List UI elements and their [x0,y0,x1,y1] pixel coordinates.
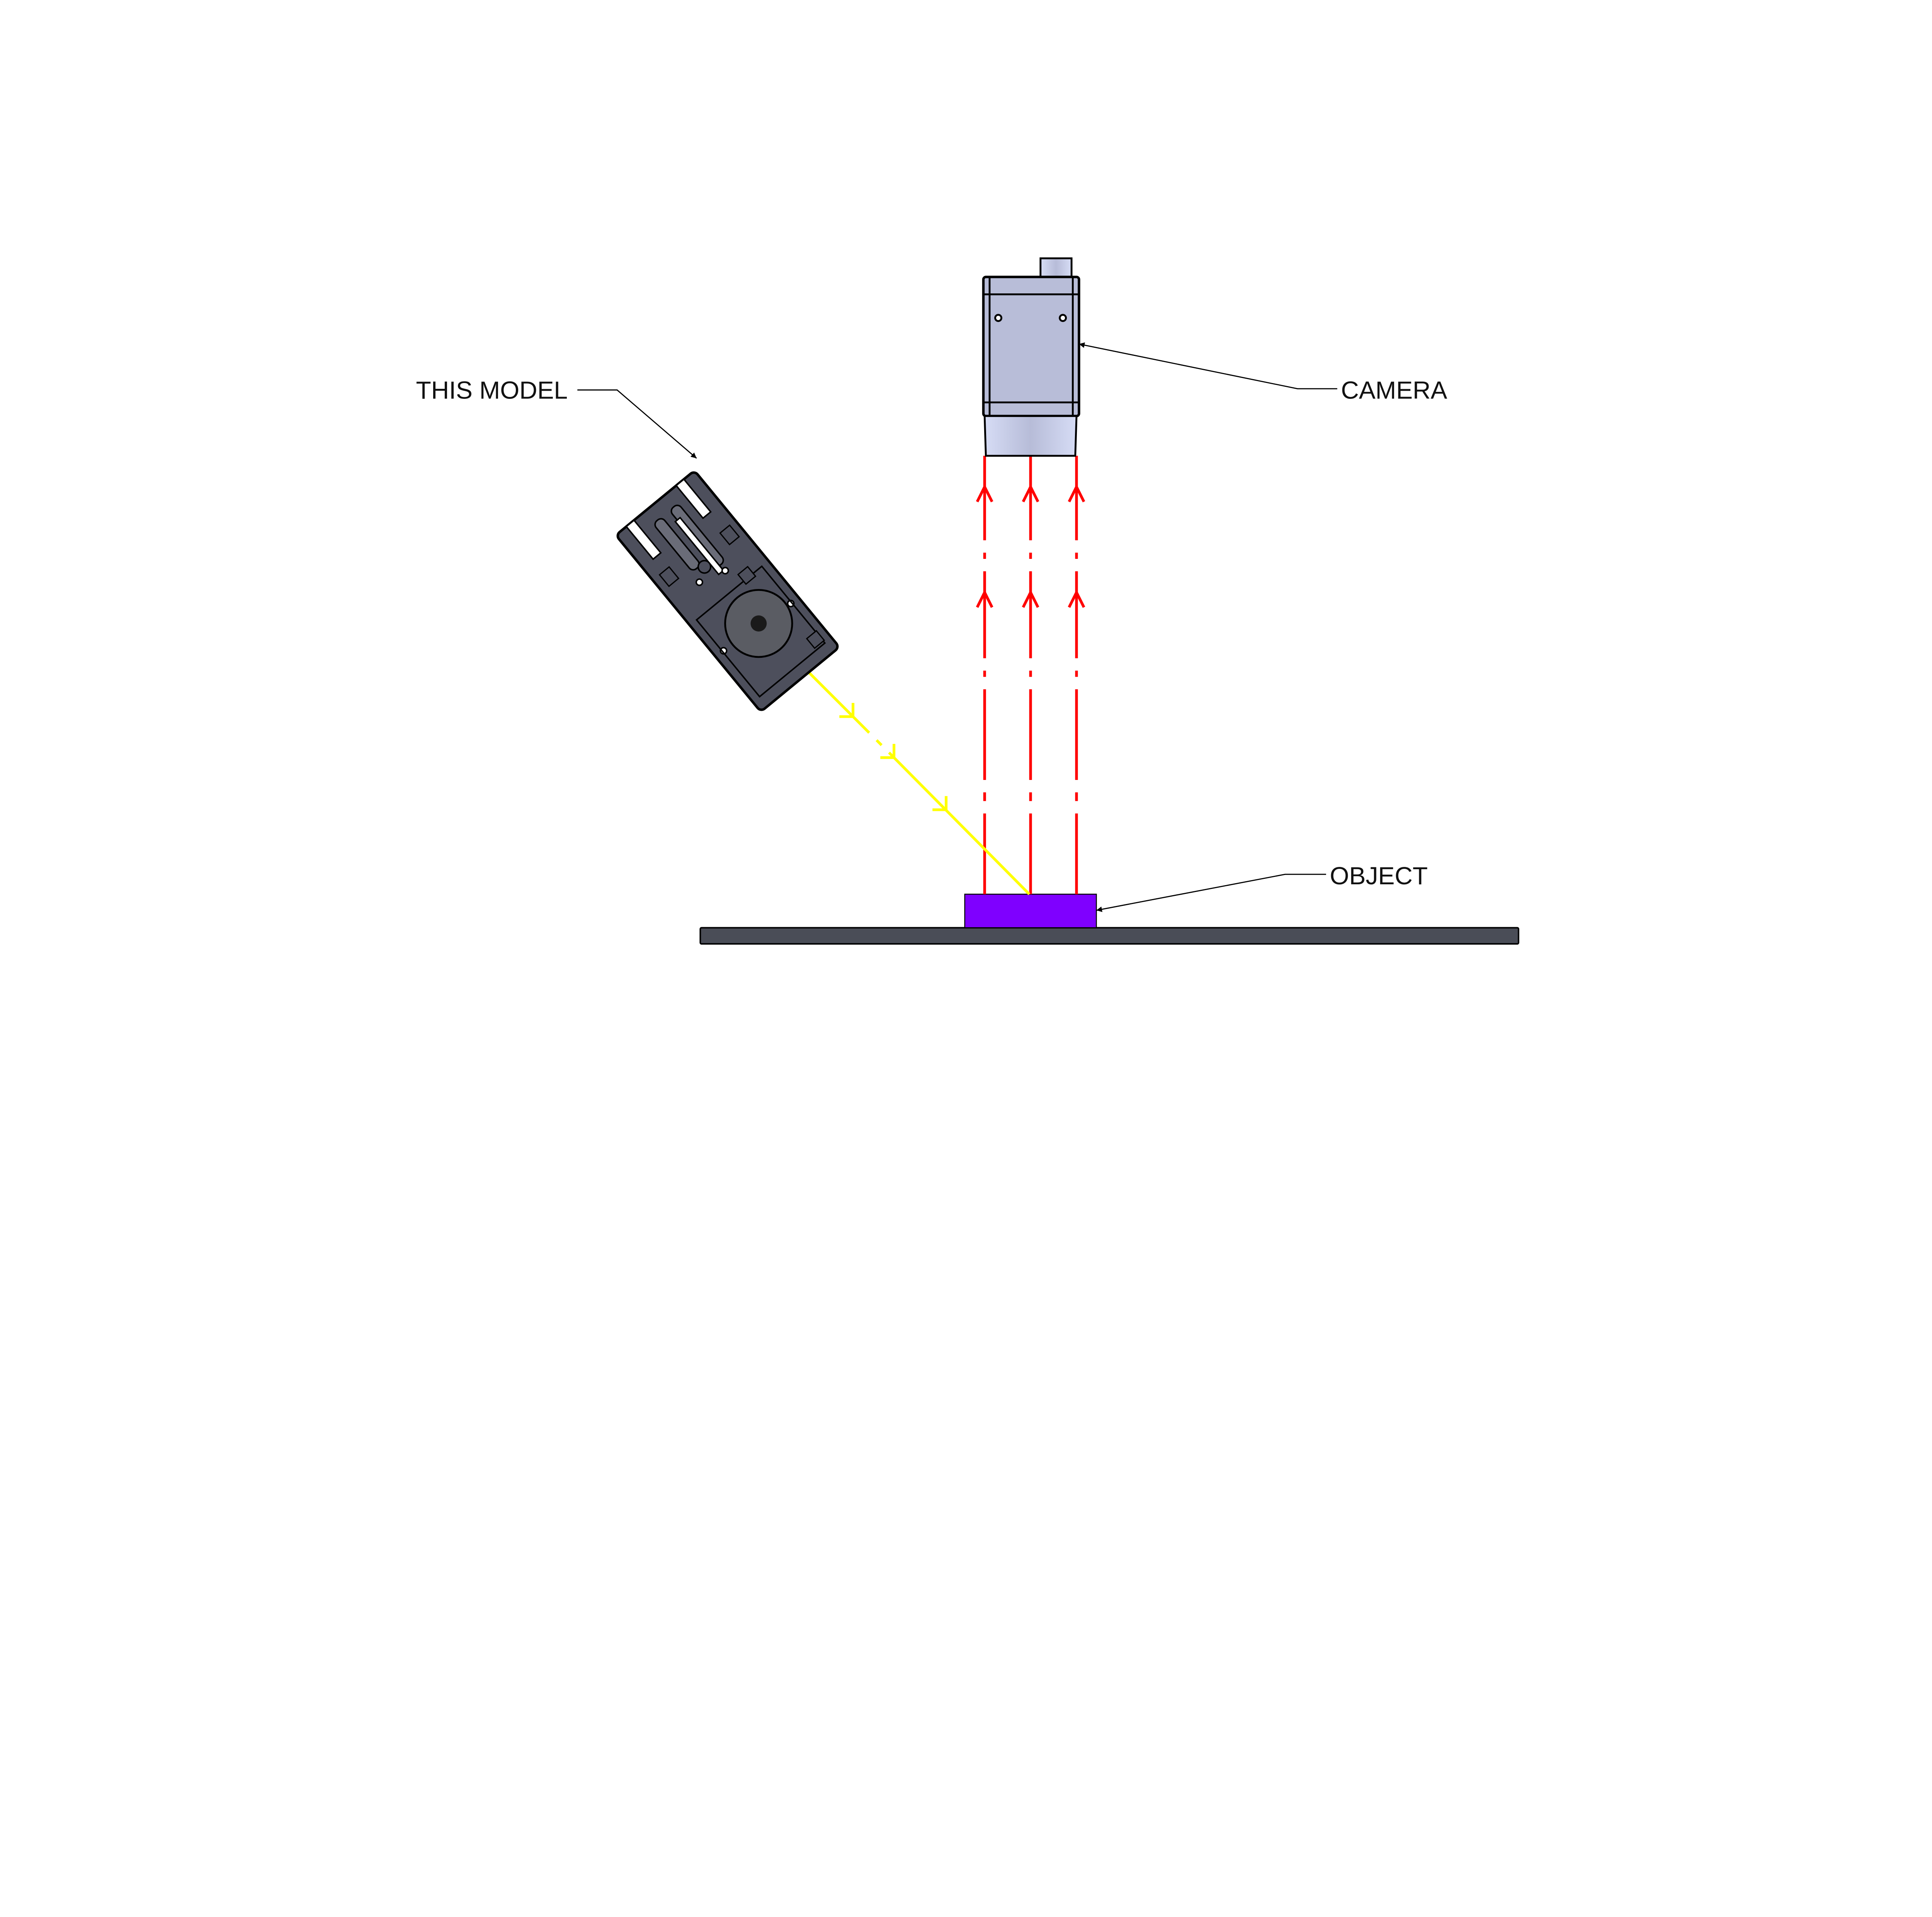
emitted-ray [808,672,1031,896]
reflected-rays [976,456,1085,894]
camera-top-connector [1039,257,1073,278]
model-label: THIS MODEL [416,376,568,404]
object-leader [1096,873,1326,912]
object-block [964,894,1097,928]
object-label: OBJECT [1330,862,1428,890]
camera-lens [983,415,1078,457]
screw-icon [1059,314,1067,322]
ray-right [1068,456,1085,894]
model-leader [577,389,697,459]
ray-left [976,456,993,894]
camera-label: CAMERA [1341,376,1447,404]
screw-icon [994,314,1002,322]
camera-leader [1079,342,1337,390]
camera-body [982,276,1080,417]
ray-center [1022,456,1039,894]
table-surface [699,927,1519,945]
camera [982,257,1080,457]
leader-lines [577,342,1337,912]
setup-diagram: THIS MODEL CAMERA OBJECT [416,257,1519,945]
lens-cylinder [724,589,793,658]
sensor-model [616,471,839,711]
